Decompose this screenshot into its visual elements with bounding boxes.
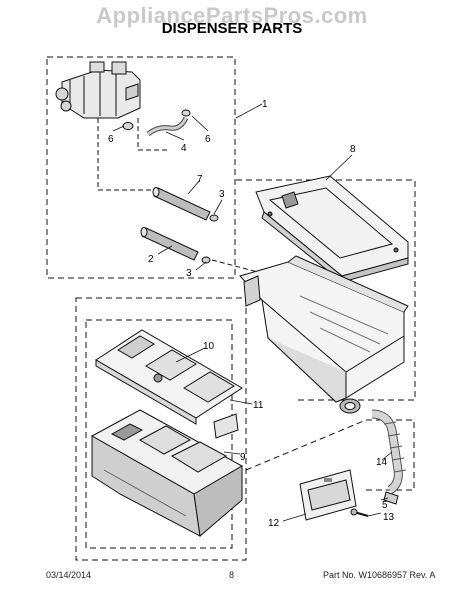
seal-upper (209, 214, 219, 222)
dispenser-cover (255, 175, 409, 284)
seal-lower (201, 256, 211, 264)
dispenser-tray (95, 329, 243, 425)
clip (383, 491, 399, 505)
callout-4: 4 (181, 143, 187, 154)
footer-part-number: Part No. W10686957 Rev. A (323, 570, 436, 580)
footer-page-number: 8 (229, 570, 235, 580)
clamp-right (181, 109, 191, 117)
group-box-drawer-inner (85, 319, 233, 549)
connector-valve-left (97, 118, 152, 191)
callout-10: 10 (203, 341, 215, 352)
footer-date: 03/14/2014 (46, 570, 92, 580)
drawer-handle-panel (299, 469, 357, 521)
callout-2: 2 (148, 254, 154, 265)
dispenser-housing (239, 255, 409, 414)
page-title: DISPENSER PARTS (161, 20, 303, 37)
callout-14: 14 (376, 457, 388, 468)
group-box-valve (46, 56, 236, 279)
clamp-left (122, 122, 134, 130)
drawer-bracket (213, 413, 239, 439)
callout-labels: 1 6 4 6 7 3 2 3 8 10 11 9 14 12 5 13 (108, 99, 395, 529)
group-box-front (245, 419, 367, 471)
callout-7: 7 (197, 174, 203, 185)
callout-11: 11 (253, 400, 264, 411)
tube-lower (140, 227, 199, 261)
callout-3-upper: 3 (219, 189, 225, 200)
water-inlet-valve (55, 61, 141, 119)
connector-valve-hose (137, 118, 170, 151)
callout-3-lower: 3 (186, 268, 192, 279)
callout-6-left: 6 (108, 134, 114, 145)
tube-upper (152, 187, 211, 221)
callout-1: 1 (262, 99, 268, 110)
drain-hose (371, 409, 407, 494)
group-box-drawer (75, 297, 247, 561)
callout-12: 12 (268, 518, 280, 529)
callout-6-right: 6 (205, 134, 211, 145)
callout-5: 5 (382, 500, 388, 511)
callout-9: 9 (240, 452, 246, 463)
leader-lines (112, 103, 393, 522)
callout-8: 8 (350, 144, 356, 155)
screw (350, 508, 369, 517)
watermark: AppliancePartsPros.com (96, 3, 368, 28)
callout-13: 13 (383, 512, 395, 523)
dispenser-drawer (90, 409, 244, 537)
